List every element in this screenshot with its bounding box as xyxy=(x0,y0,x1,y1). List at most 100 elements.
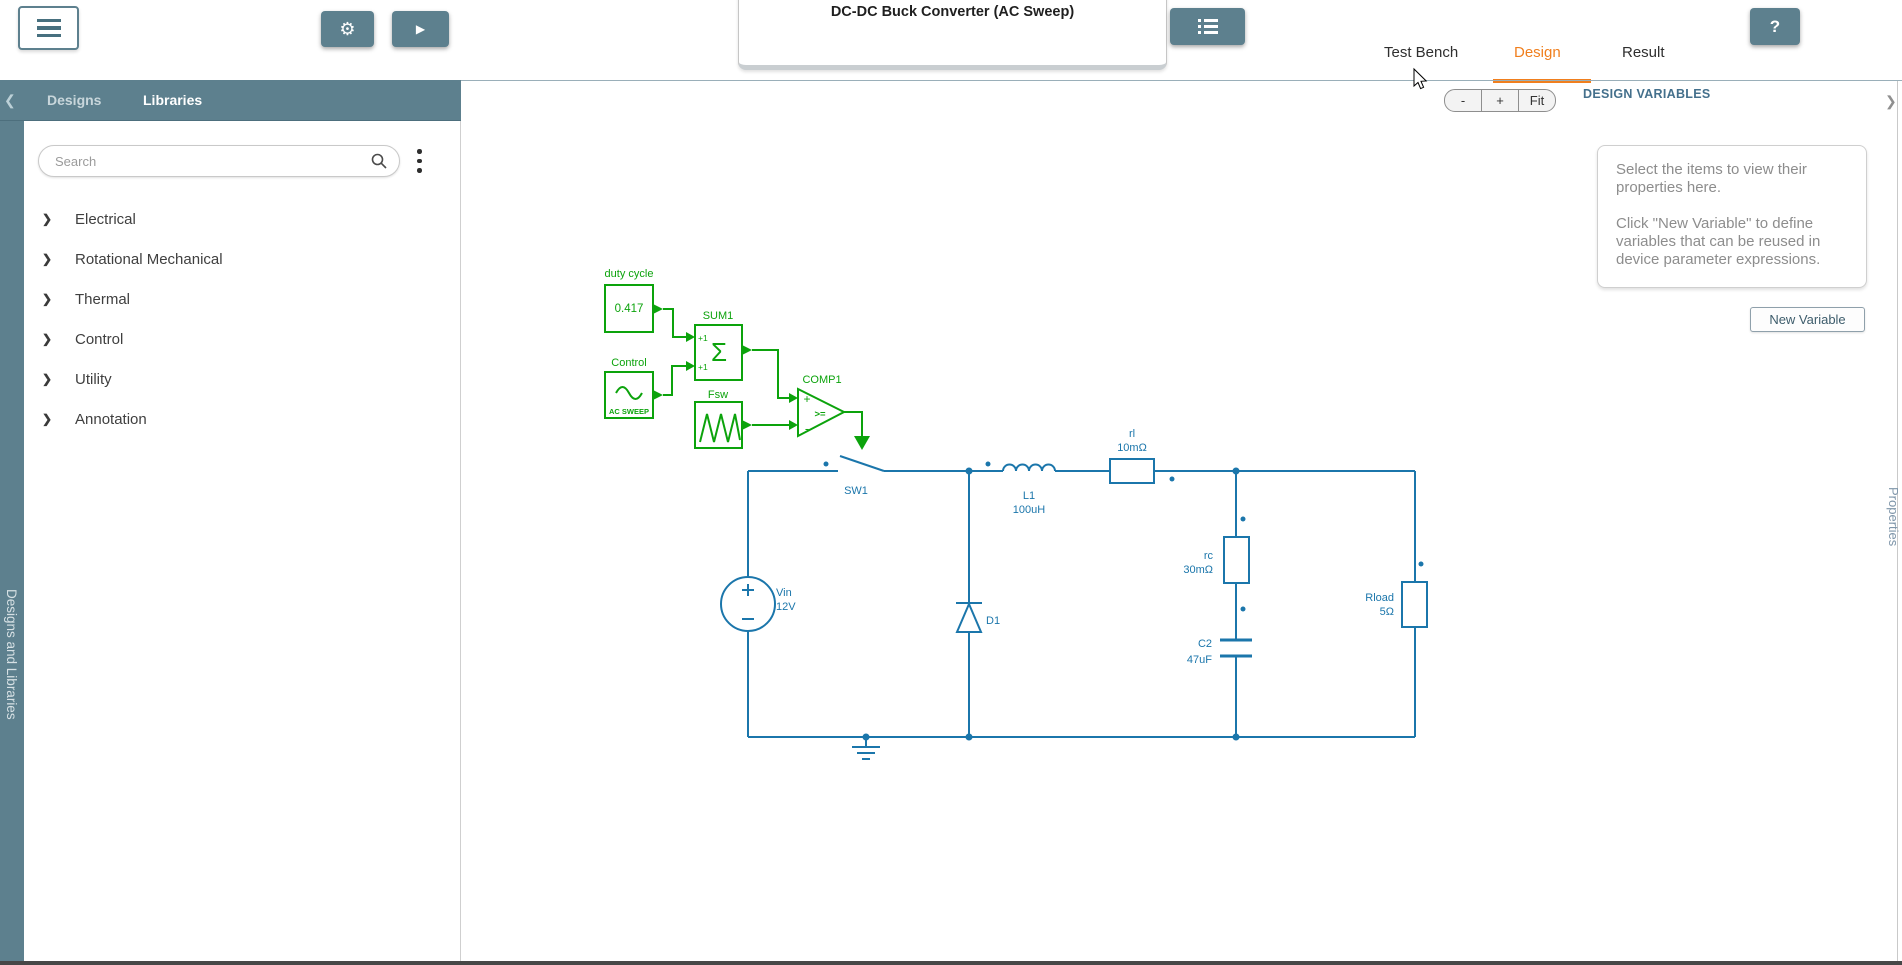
source-vin[interactable] xyxy=(720,576,776,632)
sum-input2-gain: +1 xyxy=(698,362,708,372)
designs-libraries-rail[interactable]: Designs and Libraries xyxy=(0,121,24,961)
new-variable-button[interactable]: New Variable xyxy=(1750,307,1865,332)
sidebar-item-label: Utility xyxy=(75,370,112,388)
rc-label: rc xyxy=(1204,550,1214,562)
duty-cycle-label: duty cycle xyxy=(605,268,654,280)
run-simulation-button[interactable]: ▶ xyxy=(392,11,449,47)
properties-collapse-chevron-icon[interactable]: ❯ xyxy=(1885,93,1897,109)
sidebar-item-label: Thermal xyxy=(75,290,131,308)
vin-label: Vin xyxy=(776,587,792,599)
tab-design[interactable]: Design xyxy=(1514,44,1561,61)
control-label: Control xyxy=(611,357,646,369)
settings-button[interactable]: ⚙ xyxy=(321,11,374,47)
sum-input1-gain: +1 xyxy=(698,333,708,343)
tab-test-bench[interactable]: Test Bench xyxy=(1384,44,1459,61)
comparator-block[interactable] xyxy=(797,387,847,438)
sidebar-tab-designs[interactable]: Designs xyxy=(47,92,102,108)
design-title: DC-DC Buck Converter (AC Sweep) xyxy=(830,4,1075,20)
chevron-right-icon[interactable]: ❯ xyxy=(42,252,53,266)
help-button[interactable]: ? xyxy=(1750,8,1800,45)
sidebar-item-label: Rotational Mechanical xyxy=(75,250,223,268)
comp-minus-input: - xyxy=(805,421,809,436)
sidebar-item-thermal[interactable]: ❯ Thermal xyxy=(24,279,460,319)
chevron-right-icon[interactable]: ❯ xyxy=(42,332,53,346)
sidebar-item-utility[interactable]: ❯ Utility xyxy=(24,359,460,399)
search-icon[interactable] xyxy=(371,153,387,169)
zoom-controls: - + Fit xyxy=(1444,89,1556,112)
duty-cycle-value: 0.417 xyxy=(615,303,644,315)
design-variables-header: DESIGN VARIABLES xyxy=(1583,87,1711,101)
properties-rail-label[interactable]: Properties xyxy=(1886,487,1901,547)
control-port-arrows xyxy=(653,304,870,450)
comp1-label: COMP1 xyxy=(802,374,841,386)
control-wires xyxy=(663,308,863,437)
sine-icon xyxy=(615,386,643,400)
properties-hint-box: Select the items to view their propertie… xyxy=(1597,145,1867,288)
sidebar-item-label: Annotation xyxy=(75,410,147,428)
diode-triangle xyxy=(955,601,983,633)
window-bottom-edge xyxy=(0,961,1902,965)
sidebar-item-rotational-mechanical[interactable]: ❯ Rotational Mechanical xyxy=(24,239,460,279)
library-category-list: ❯ Electrical ❯ Rotational Mechanical ❯ T… xyxy=(24,199,460,439)
rl-value: 10mΩ xyxy=(1117,442,1147,454)
switch-lever xyxy=(839,455,885,472)
l1-value: 100uH xyxy=(1013,504,1045,516)
resistor-rc[interactable] xyxy=(1223,536,1250,584)
d1-label: D1 xyxy=(986,615,1000,627)
gate-drive-arrow xyxy=(854,436,870,450)
sum-block[interactable] xyxy=(694,324,743,381)
fsw-triangle-wave-block[interactable] xyxy=(694,401,743,449)
junction-dots xyxy=(862,467,1240,741)
power-circuit: SW1 Vin 12V D1 L1 100uH rl 10mΩ rc 30mΩ … xyxy=(720,428,1428,760)
sigma-symbol: Σ xyxy=(711,337,727,367)
library-search xyxy=(38,145,400,177)
design-title-box: DC-DC Buck Converter (AC Sweep) xyxy=(738,0,1167,70)
resistor-rl[interactable] xyxy=(1109,458,1155,484)
zoom-in-button[interactable]: + xyxy=(1481,90,1518,111)
properties-hint-line1: Select the items to view their propertie… xyxy=(1616,161,1807,197)
diode-d1[interactable] xyxy=(955,601,983,633)
tab-result[interactable]: Result xyxy=(1622,44,1665,61)
main-menu-button[interactable] xyxy=(18,6,79,50)
chevron-right-icon[interactable]: ❯ xyxy=(42,372,53,386)
c2-label: C2 xyxy=(1198,638,1212,650)
sidebar-item-control[interactable]: ❯ Control xyxy=(24,319,460,359)
switch-sw1[interactable] xyxy=(839,455,885,472)
chevron-right-icon[interactable]: ❯ xyxy=(42,292,53,306)
active-tab-indicator xyxy=(1493,79,1591,83)
sum1-label: SUM1 xyxy=(703,310,734,322)
duty-cycle-constant-block[interactable] xyxy=(604,284,654,333)
control-diagram: duty cycle 0.417 Control AC SWEEP SUM1 +… xyxy=(604,268,870,450)
control-ac-sweep-source-block[interactable] xyxy=(604,371,654,419)
l1-label: L1 xyxy=(1023,490,1035,502)
sidebar-item-annotation[interactable]: ❯ Annotation xyxy=(24,399,460,439)
chevron-right-icon[interactable]: ❯ xyxy=(42,412,53,426)
sidebar-tab-libraries[interactable]: Libraries xyxy=(143,92,203,108)
comp-operator: >= xyxy=(814,409,826,420)
zoom-out-button[interactable]: - xyxy=(1445,90,1481,111)
probe-dots[interactable] xyxy=(823,461,1424,612)
sidebar-overflow-menu-icon[interactable] xyxy=(417,149,422,173)
rc-value: 30mΩ xyxy=(1183,564,1213,576)
list-view-button[interactable] xyxy=(1170,8,1245,45)
sidebar-item-electrical[interactable]: ❯ Electrical xyxy=(24,199,460,239)
resistor-rload[interactable] xyxy=(1401,581,1428,628)
sidebar-right-border xyxy=(460,80,461,965)
hamburger-icon xyxy=(36,18,61,23)
sidebar-header: ❮ Designs Libraries xyxy=(0,80,461,121)
plus-sign xyxy=(742,584,754,596)
ground-symbol[interactable] xyxy=(852,737,880,760)
properties-rail-border xyxy=(1897,81,1898,961)
list-icon xyxy=(1197,19,1218,34)
zoom-fit-button[interactable]: Fit xyxy=(1518,90,1555,111)
sidebar-collapse-chevron-icon[interactable]: ❮ xyxy=(4,92,16,108)
properties-hint-line2: Click "New Variable" to define variables… xyxy=(1616,214,1821,269)
chevron-right-icon[interactable]: ❯ xyxy=(42,212,53,226)
sidebar-item-label: Control xyxy=(75,330,124,348)
c2-value: 47uF xyxy=(1187,654,1212,666)
rload-label: Rload xyxy=(1365,592,1394,604)
search-input[interactable] xyxy=(39,153,371,169)
capacitor-c2[interactable] xyxy=(1220,638,1252,658)
inductor-l1[interactable] xyxy=(1002,463,1056,472)
